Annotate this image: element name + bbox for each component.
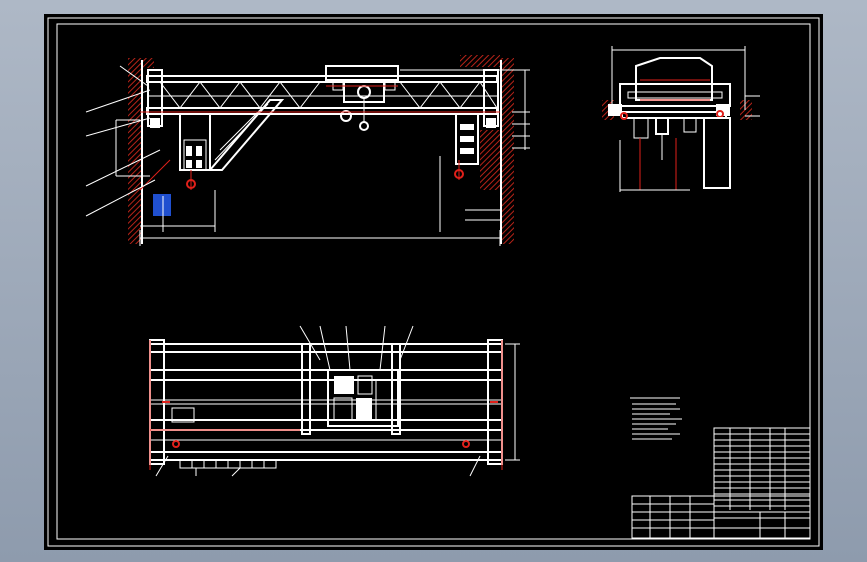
outer-border xyxy=(47,17,820,547)
trolley-frame xyxy=(325,65,399,81)
title-block xyxy=(631,427,811,539)
parts-list-table xyxy=(713,427,811,539)
plan-bottom-rail xyxy=(149,451,503,461)
plan-trolley xyxy=(327,369,399,427)
right-wall-hatch xyxy=(500,58,514,244)
left-wall-top-hatch xyxy=(142,58,154,68)
right-wall-top-hatch xyxy=(460,55,500,67)
left-wall-hatch xyxy=(128,58,142,244)
technical-notes xyxy=(630,397,682,440)
left-end-carriage xyxy=(147,69,163,127)
side-elevation-view xyxy=(602,46,760,192)
right-pillar-hatch xyxy=(480,130,500,190)
plan-view xyxy=(149,325,520,477)
right-leg xyxy=(455,113,479,165)
motor-block xyxy=(153,194,171,216)
front-elevation-view xyxy=(85,55,530,246)
top-chord xyxy=(146,75,498,83)
side-trolley xyxy=(635,57,713,101)
hook-block xyxy=(359,121,369,131)
side-leg xyxy=(703,117,731,189)
inner-border xyxy=(56,23,811,540)
